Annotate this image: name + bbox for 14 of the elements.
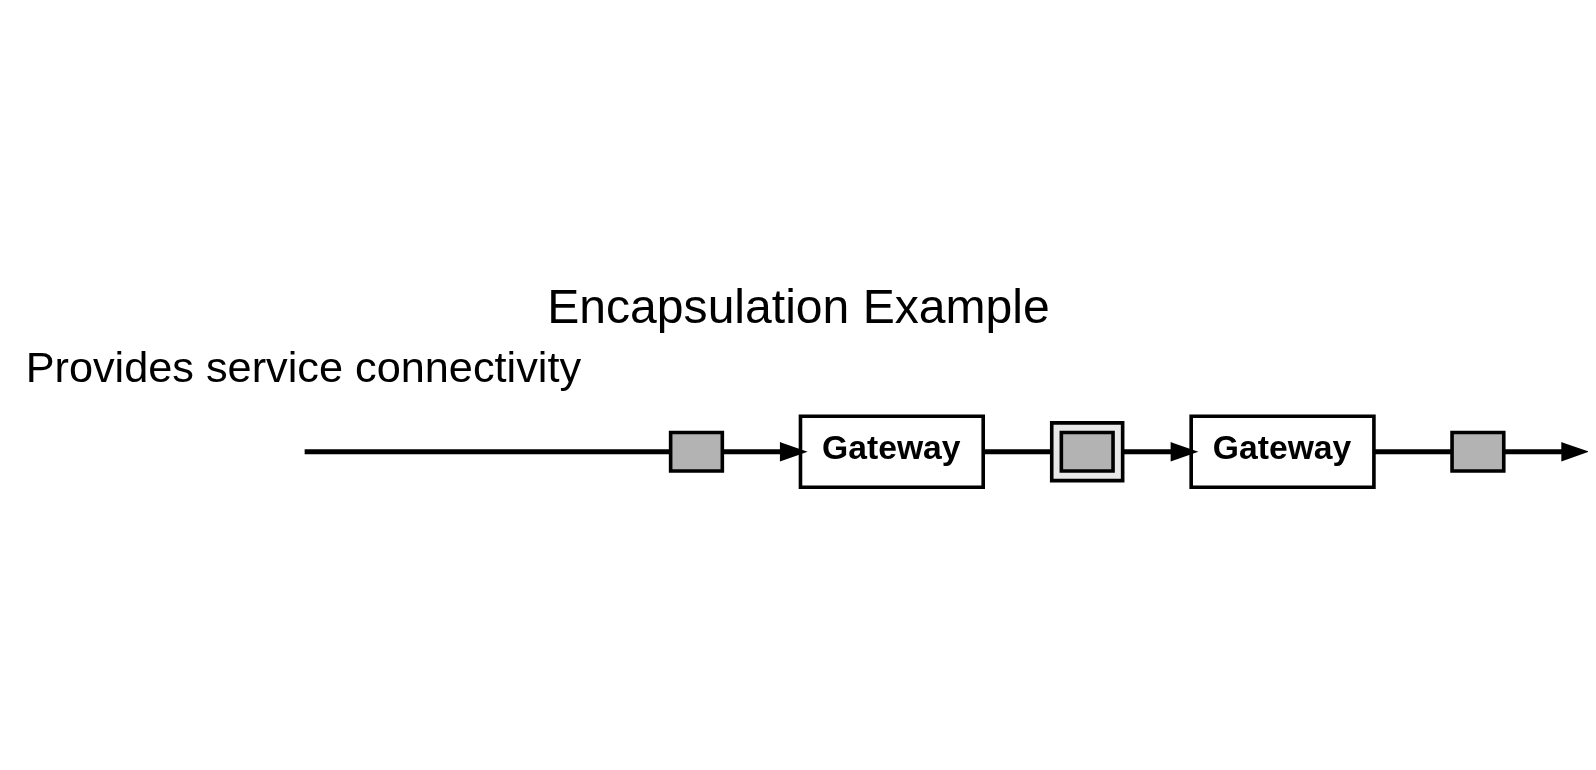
node-box [668, 430, 724, 473]
connector [304, 449, 671, 455]
connector [982, 449, 1052, 455]
label: Provides service connectivity [25, 342, 581, 391]
diagram-title: Encapsulation Example [546, 279, 1050, 334]
cluster [1049, 421, 1124, 483]
arrow [1503, 442, 1588, 462]
arrow [722, 442, 808, 462]
arrow [1122, 442, 1198, 462]
node-box [1059, 430, 1115, 473]
connector [1373, 449, 1452, 455]
node-box: Gateway [798, 414, 985, 489]
node-box: Gateway [1188, 414, 1376, 489]
node-box [1449, 430, 1506, 473]
